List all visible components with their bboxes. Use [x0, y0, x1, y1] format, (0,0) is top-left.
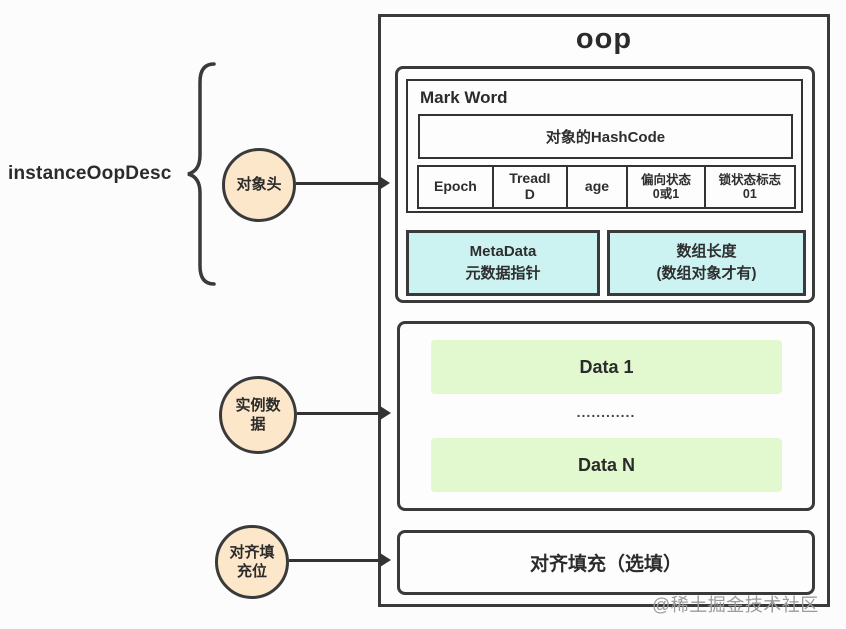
- watermark: @稀土掘金技术社区: [652, 595, 819, 615]
- mark-word-box: Mark Word 对象的HashCode Epoch TreadI D age…: [406, 79, 803, 213]
- metadata-pointer-box: MetaData 元数据指针: [406, 230, 600, 296]
- field-age: age: [568, 167, 629, 207]
- data-n-bar: Data N: [431, 438, 782, 492]
- field-thread-id: TreadI D: [494, 167, 568, 207]
- oop-container: oop Mark Word 对象的HashCode Epoch TreadI D…: [378, 14, 830, 607]
- alignment-padding-box: 对齐填充（选填）: [397, 530, 815, 595]
- object-header-section: Mark Word 对象的HashCode Epoch TreadI D age…: [395, 66, 815, 303]
- data-1-bar: Data 1: [431, 340, 782, 394]
- instance-data-section: Data 1 ............ Data N: [397, 321, 815, 511]
- oop-title: oop: [575, 23, 633, 55]
- mark-word-fields-row: Epoch TreadI D age 偏向状态 0或1 锁状态标志 01: [417, 165, 796, 209]
- node-object-header: 对象头: [222, 148, 296, 222]
- arrow-instance-data: [297, 406, 391, 420]
- curly-brace: [187, 62, 216, 286]
- arrow-alignment-padding: [289, 553, 391, 567]
- node-alignment-padding: 对齐填 充位: [215, 525, 289, 599]
- arrow-object-header: [296, 176, 390, 190]
- field-lock-flag: 锁状态标志 01: [718, 173, 782, 201]
- node-alignment-padding-label: 对齐填 充位: [229, 543, 275, 581]
- field-bias-state: 偏向状态 0或1: [628, 167, 706, 207]
- array-length-box: 数组长度 (数组对象才有): [607, 230, 806, 296]
- hashcode-box: 对象的HashCode: [418, 114, 793, 159]
- ellipsis-dots: ............: [576, 404, 636, 420]
- mark-word-label: Mark Word: [420, 88, 508, 107]
- node-instance-data: 实例数 据: [219, 376, 297, 454]
- field-epoch: Epoch: [419, 167, 494, 207]
- node-instance-data-label: 实例数 据: [235, 396, 281, 434]
- instance-oop-desc-label: instanceOopDesc: [8, 163, 172, 184]
- node-object-header-label: 对象头: [236, 176, 282, 194]
